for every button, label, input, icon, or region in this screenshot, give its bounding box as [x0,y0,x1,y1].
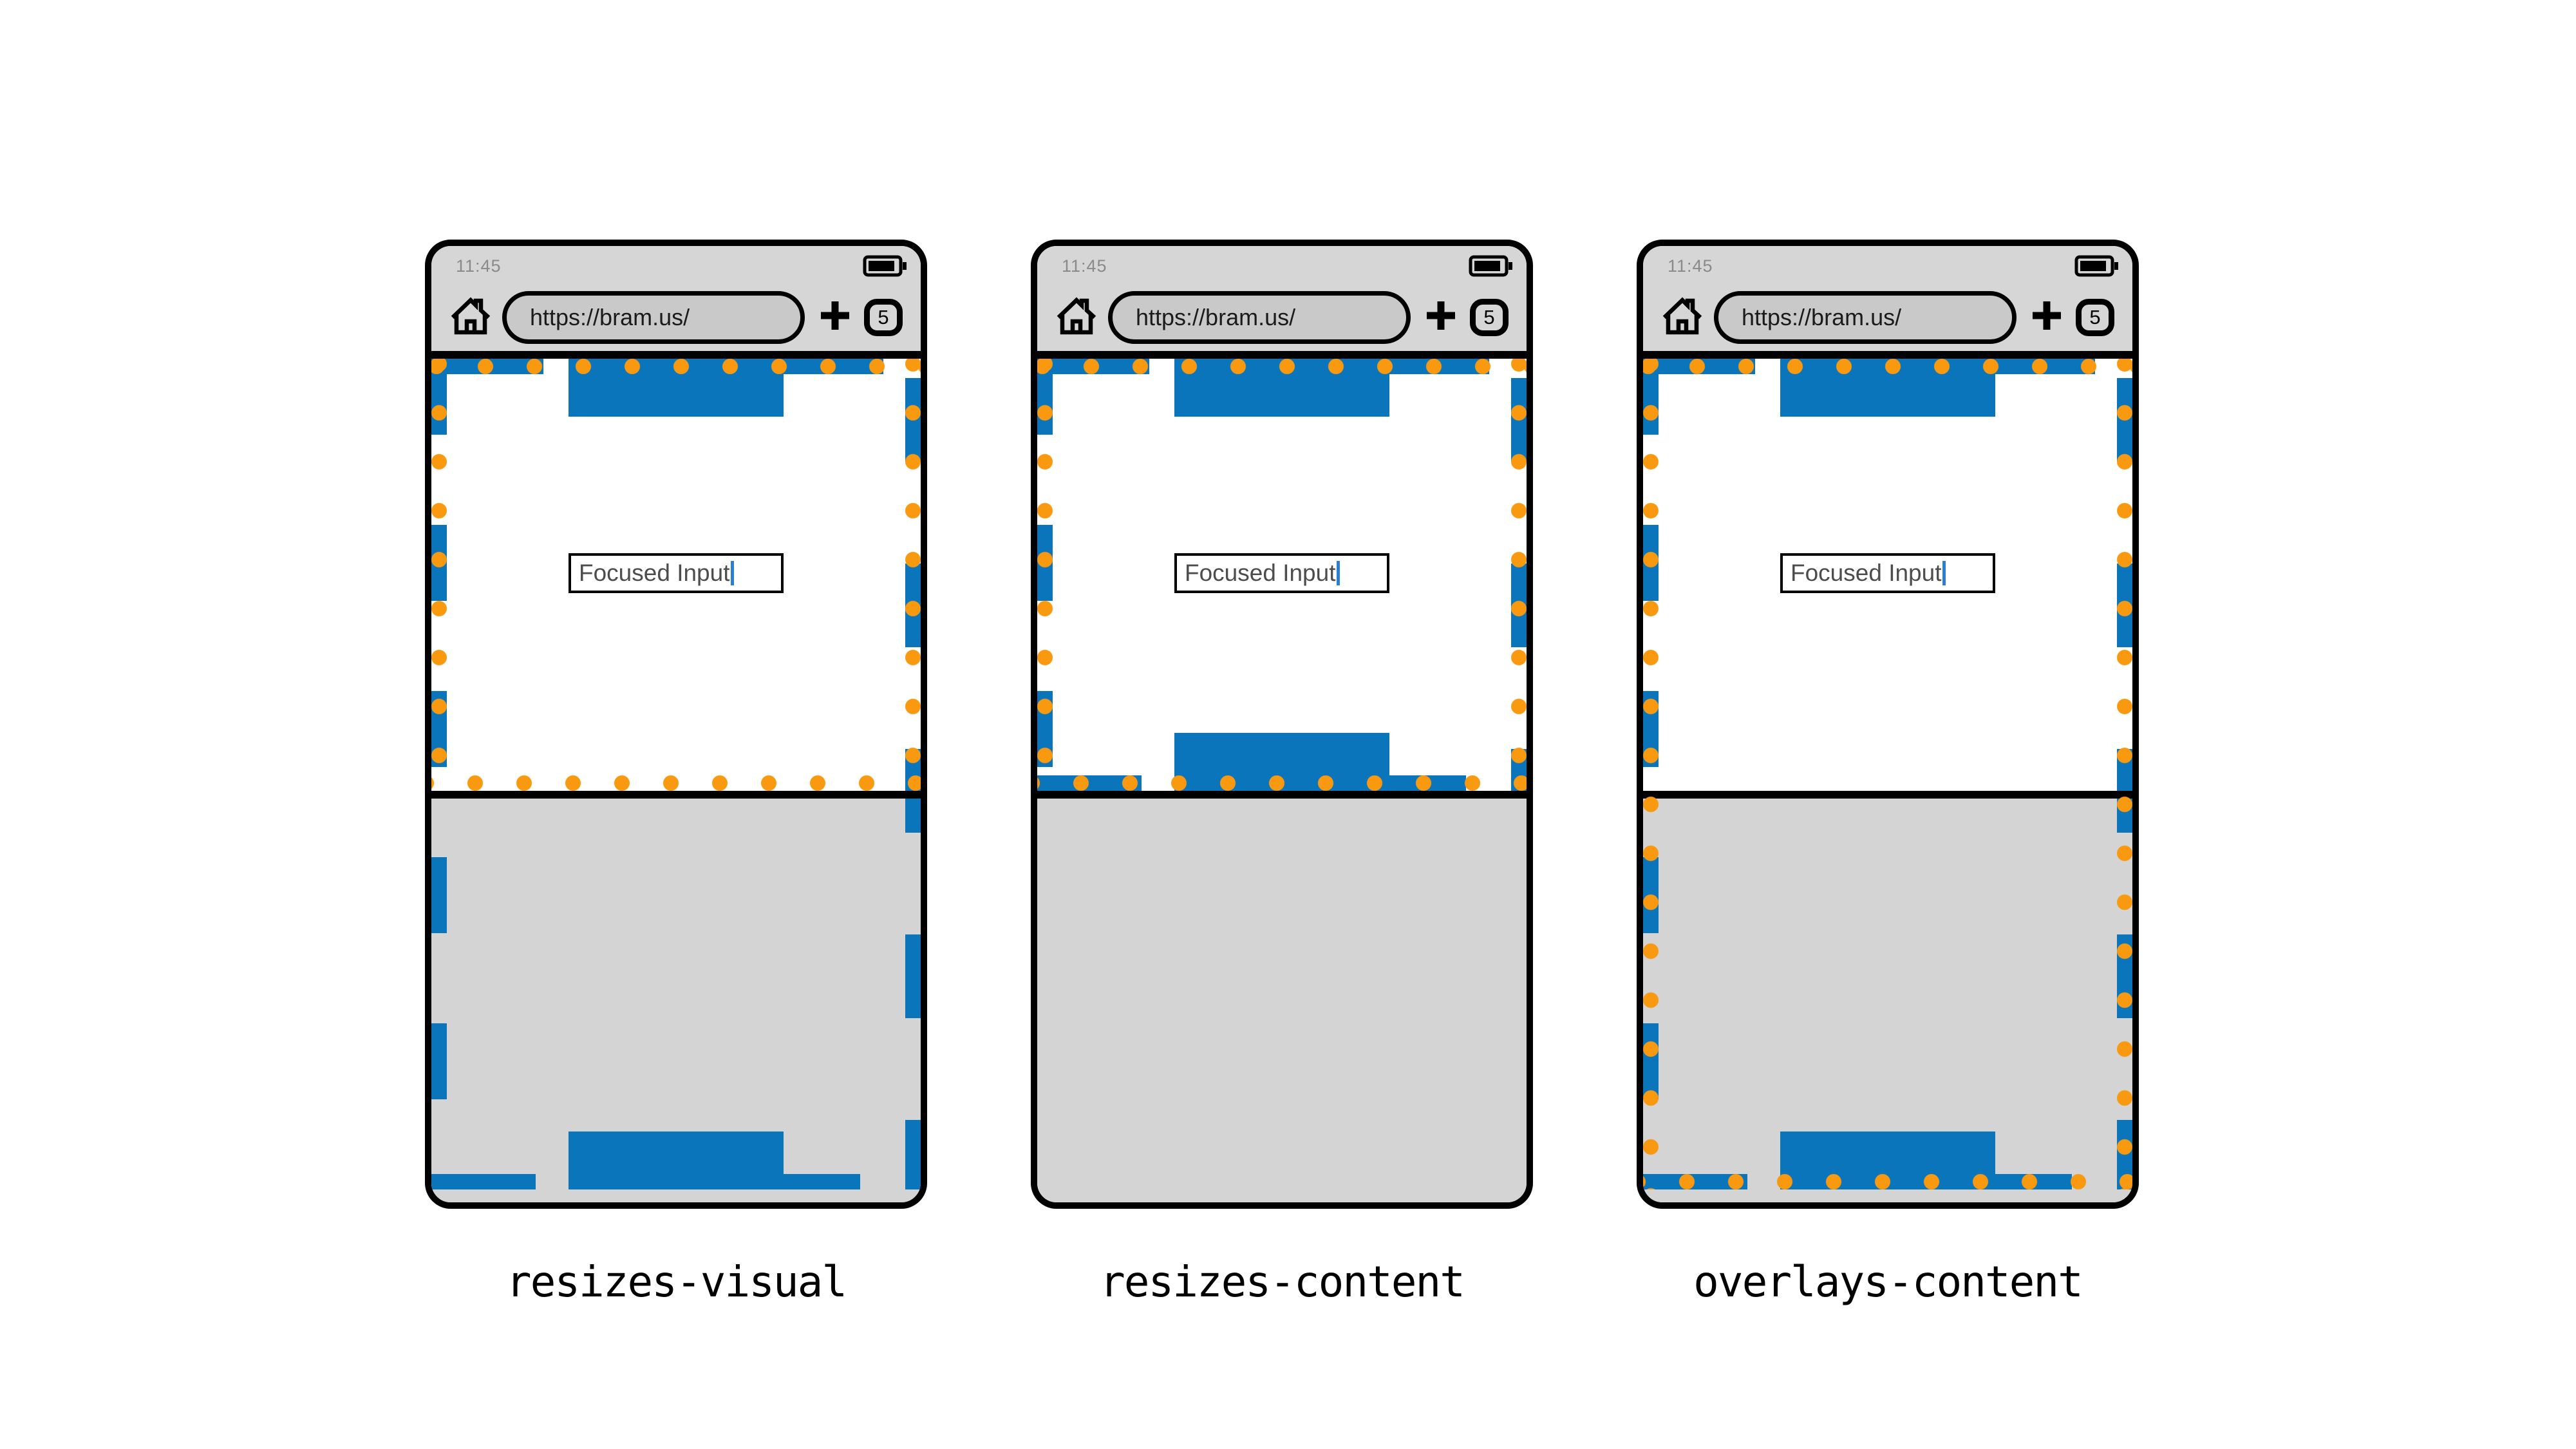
text-caret [1337,561,1340,585]
status-time: 11:45 [456,256,502,276]
url-text: https://bram.us/ [1742,303,1902,330]
browser-toolbar: https://bram.us/ 5 [1643,283,2132,351]
home-icon[interactable] [449,295,492,339]
browser-toolbar: https://bram.us/ 5 [431,283,921,351]
visual-viewport-border-left [1037,359,1053,791]
focused-input[interactable]: Focused Input [1174,553,1389,593]
keyboard-top-edge [1037,791,1527,799]
keyboard-top-edge [1643,791,2132,799]
screen-viewport: Focused Input [1643,359,2132,1202]
caption-overlays-content: overlays-content [1693,1257,2083,1307]
fixed-footer-bar [569,1132,784,1189]
visual-viewport-border-bottom [1643,1174,2132,1189]
visual-viewport-border-top [1037,359,1527,374]
battery-icon [1469,255,1514,280]
home-icon[interactable] [1055,295,1098,339]
input-value: Focused Input [1791,560,1942,586]
tab-counter-button[interactable]: 5 [864,298,903,336]
visual-viewport-border-bottom [1037,775,1527,791]
visual-viewport-border-top [431,359,921,374]
visual-viewport-border-left [1643,359,1659,1189]
browser-chrome: 11:45 https://bram.us/ 5 [1037,246,1527,351]
phone-mockup-resizes-visual: 11:45 https://bram.us/ 5 [425,240,927,1209]
focused-input[interactable]: Focused Input [569,553,784,593]
plus-icon[interactable] [819,299,851,335]
tab-counter-button[interactable]: 5 [1470,298,1509,336]
browser-chrome: 11:45 https://bram.us/ 5 [431,246,921,351]
focused-input[interactable]: Focused Input [1780,553,1995,593]
plus-icon[interactable] [2031,299,2063,335]
url-bar[interactable]: https://bram.us/ [1714,290,2017,344]
tab-count: 5 [878,305,889,328]
visual-viewport-border-top [1643,359,2132,374]
text-caret [1942,561,1946,585]
virtual-keyboard-area [1037,791,1527,1202]
status-time: 11:45 [1062,256,1107,276]
text-caret [731,561,735,585]
browser-chrome: 11:45 https://bram.us/ 5 [1643,246,2132,351]
visual-viewport-border-right [1511,359,1527,791]
url-text: https://bram.us/ [1136,303,1296,330]
url-bar[interactable]: https://bram.us/ [502,290,805,344]
battery-icon [863,255,908,280]
caption-resizes-visual: resizes-visual [505,1257,847,1307]
tab-counter-button[interactable]: 5 [2076,298,2114,336]
chrome-divider [1037,351,1527,359]
phone-mockup-overlays-content: 11:45 https://bram.us/ 5 [1637,240,2139,1209]
input-value: Focused Input [1185,560,1336,586]
url-text: https://bram.us/ [530,303,690,330]
home-icon[interactable] [1661,295,1704,339]
phone-mockup-resizes-content: 11:45 https://bram.us/ 5 [1031,240,1533,1209]
tab-count: 5 [2089,305,2101,328]
screen-viewport: Focused Input [1037,359,1527,1202]
visual-viewport-border-right [905,359,921,791]
visual-viewport-border-right [2117,359,2132,1189]
status-time: 11:45 [1668,256,1713,276]
keyboard-top-edge [431,791,921,799]
plus-icon[interactable] [1425,299,1457,335]
visual-viewport-border-left [431,359,447,791]
caption-resizes-content: resizes-content [1099,1257,1465,1307]
browser-toolbar: https://bram.us/ 5 [1037,283,1527,351]
chrome-divider [431,351,921,359]
visual-viewport-border-bottom [431,775,921,791]
screen-viewport: Focused Input [431,359,921,1202]
battery-icon [2074,255,2120,280]
input-value: Focused Input [579,560,730,586]
url-bar[interactable]: https://bram.us/ [1108,290,1411,344]
chrome-divider [1643,351,2132,359]
tab-count: 5 [1483,305,1495,328]
